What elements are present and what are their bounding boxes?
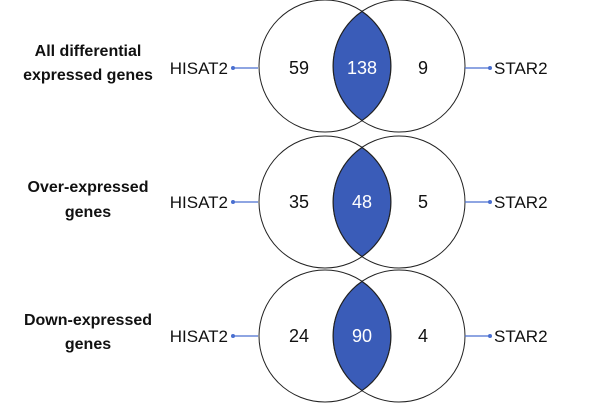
right-connector-dot: [488, 200, 492, 204]
star2-label: STAR2: [494, 59, 548, 78]
venn-row-down: Down-expressed genes HISAT2 STAR2 24 90 …: [24, 269, 548, 403]
star2-only-count: 5: [418, 192, 428, 212]
hisat2-circle: [258, 269, 392, 403]
row-title-line2: expressed genes: [23, 67, 153, 84]
row-title-line1: Over-expressed: [28, 179, 149, 196]
hisat2-label: HISAT2: [170, 59, 228, 78]
right-connector-dot: [488, 66, 492, 70]
hisat2-label: HISAT2: [170, 193, 228, 212]
row-title-line2: genes: [65, 204, 111, 221]
row-title-line2: genes: [65, 336, 111, 353]
left-connector-dot: [231, 66, 235, 70]
star2-label: STAR2: [494, 193, 548, 212]
venn-row-all: All differential expressed genes HISAT2 …: [23, 0, 548, 133]
star2-label: STAR2: [494, 327, 548, 346]
hisat2-only-count: 59: [289, 58, 309, 78]
row-title-line1: Down-expressed: [24, 312, 152, 329]
shared-count: 138: [347, 58, 377, 78]
venn-row-over: Over-expressed genes HISAT2 STAR2 35 48 …: [28, 135, 548, 269]
row-title-line1: All differential: [35, 43, 142, 60]
shared-count: 90: [352, 326, 372, 346]
star2-circle: [332, 0, 466, 133]
left-connector-dot: [231, 334, 235, 338]
star2-only-count: 9: [418, 58, 428, 78]
hisat2-only-count: 35: [289, 192, 309, 212]
left-connector-dot: [231, 200, 235, 204]
hisat2-only-count: 24: [289, 326, 309, 346]
hisat2-circle: [258, 135, 392, 269]
right-connector-dot: [488, 334, 492, 338]
hisat2-circle: [258, 0, 392, 133]
shared-count: 48: [352, 192, 372, 212]
star2-only-count: 4: [418, 326, 428, 346]
hisat2-label: HISAT2: [170, 327, 228, 346]
